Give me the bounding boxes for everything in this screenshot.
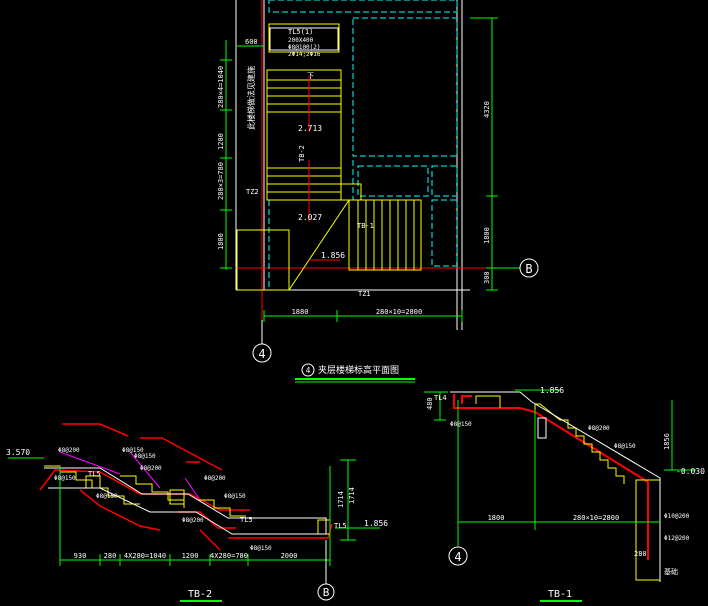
tb1-bottom-dim: 280 bbox=[634, 550, 647, 558]
plan-dim-left-1: 280×4=1040 bbox=[217, 66, 225, 108]
axis-b-marker: B bbox=[519, 258, 539, 278]
plan-title-text: 夹层楼梯标高平面图 bbox=[318, 364, 399, 376]
tb1-rebar-0: Φ8@150 bbox=[450, 421, 472, 428]
tb2-level-left: 3.570 bbox=[6, 448, 30, 457]
plan-view: 4 B TL5(1) 200X400 Φ8@100(2) 2Φ14;2Φ16 2… bbox=[217, 0, 539, 383]
tb2-dim-4: 4X280=780 bbox=[210, 552, 248, 560]
tb2-height-dim2: 1714 bbox=[348, 487, 356, 504]
plan-title: 4 夹层楼梯标高平面图 bbox=[295, 363, 415, 383]
plan-tb2-label: TB-2 bbox=[298, 145, 306, 162]
tb2-rebar-7: Φ8@150 bbox=[224, 493, 246, 500]
plan-dim-right-0: 4320 bbox=[483, 101, 491, 118]
plan-tz2-label: TZ2 bbox=[246, 188, 259, 196]
tb2-rebar-2: Φ8@150 bbox=[134, 453, 156, 460]
tb1-dim-1: 280×10=2800 bbox=[573, 514, 619, 522]
tb2-title-text: TB-2 bbox=[188, 589, 212, 600]
tb1-title-text: TB-1 bbox=[548, 589, 572, 600]
plan-tb1-label: TB-1 bbox=[357, 222, 374, 230]
plan-label-rebar1: Φ8@100(2) bbox=[288, 44, 321, 51]
plan-label-rebar2: 2Φ14;2Φ16 bbox=[288, 51, 321, 58]
plan-dim-right-1: 1800 bbox=[483, 227, 491, 244]
tb2-title: TB-2 bbox=[180, 589, 222, 602]
axis-label-plan-b: B bbox=[525, 262, 532, 276]
plan-dim-left-0: 600 bbox=[245, 38, 258, 46]
plan-dim-bottom-0: 1880 bbox=[292, 308, 309, 316]
axis-4-marker: 4 bbox=[252, 320, 272, 363]
tb2-dim-3: 1200 bbox=[182, 552, 199, 560]
plan-down-label: 下 bbox=[307, 72, 314, 80]
tb2-rebar-0: Φ8@200 bbox=[58, 447, 80, 454]
tb1-axis-label: 4 bbox=[454, 550, 461, 564]
plan-level-3: 1.856 bbox=[321, 251, 345, 260]
tb1-title: TB-1 bbox=[540, 589, 582, 602]
tb1-rebar-1: Φ8@200 bbox=[588, 425, 610, 432]
tb1-note: 基础 bbox=[664, 567, 678, 576]
tb1-level-bottom: -0.030 bbox=[676, 467, 705, 476]
tb2-tl-left: TL5 bbox=[88, 470, 101, 478]
plan-side-label: 此楼梯做法见建施 bbox=[246, 66, 256, 130]
tb1-left-dim: 480 bbox=[426, 397, 434, 410]
plan-level-1: 2.713 bbox=[298, 124, 322, 133]
tb2-axis-label: B bbox=[323, 586, 330, 599]
tb1-axis-4: 4 bbox=[448, 546, 468, 566]
tb2-rebar-9: Φ8@150 bbox=[250, 545, 272, 552]
tb2-dim-5: 2000 bbox=[281, 552, 298, 560]
plan-dim-right-2: 300 bbox=[483, 271, 491, 284]
tb2-height-dim: 1714 bbox=[337, 491, 345, 508]
plan-level-2: 2.027 bbox=[298, 213, 322, 222]
plan-tz1-label: TZ1 bbox=[358, 290, 371, 298]
tb2-dim-1: 280 bbox=[104, 552, 117, 560]
tb1-rebar-2: Φ8@150 bbox=[614, 443, 636, 450]
axis-label-plan-4: 4 bbox=[258, 347, 265, 361]
tb1-rebar-3: Φ10@200 bbox=[664, 513, 690, 520]
tb2-level-right: 1.856 bbox=[364, 519, 388, 528]
tb2-rebar-4: Φ8@200 bbox=[140, 465, 162, 472]
tb1-rebar-4: Φ12@200 bbox=[664, 535, 690, 542]
plan-label-tl5: TL5(1) bbox=[288, 28, 313, 36]
plan-dim-left-3: 280×3=780 bbox=[217, 162, 225, 200]
tb1-level-top: 1.856 bbox=[540, 386, 564, 395]
tb2-tl-mid: TL5 bbox=[240, 516, 253, 524]
tb1-dim-0: 1800 bbox=[488, 514, 505, 522]
plan-label-size: 200X400 bbox=[288, 37, 314, 44]
tb1-section: TL4 1.856 -0.030 480 1856 Φ8@150 Φ8@200 … bbox=[424, 386, 705, 602]
tb2-dim-2: 4X280=1040 bbox=[124, 552, 166, 560]
tb2-axis-b: B bbox=[317, 540, 335, 601]
plan-dim-left-2: 1200 bbox=[217, 133, 225, 150]
tb2-section: 3.570 1.856 TL5 TL5 TL5 Φ8@200 Φ8@150 Φ8… bbox=[6, 423, 388, 602]
tb2-dim-0: 930 bbox=[74, 552, 87, 560]
plan-title-num: 4 bbox=[306, 366, 311, 375]
tb1-tl: TL4 bbox=[434, 394, 447, 402]
tb2-rebar-1: Φ8@150 bbox=[122, 447, 144, 454]
plan-dim-bottom-1: 280×10=2800 bbox=[376, 308, 422, 316]
tb1-height-dim: 1856 bbox=[663, 433, 671, 450]
tb2-tl-right: TL5 bbox=[334, 522, 347, 530]
tb2-rebar-3: Φ8@150 bbox=[54, 475, 76, 482]
tb2-rebar-6: Φ8@150 bbox=[96, 493, 118, 500]
tb2-rebar-5: Φ8@200 bbox=[204, 475, 226, 482]
plan-dim-left-4: 1800 bbox=[217, 233, 225, 250]
tb2-rebar-8: Φ8@200 bbox=[182, 517, 204, 524]
